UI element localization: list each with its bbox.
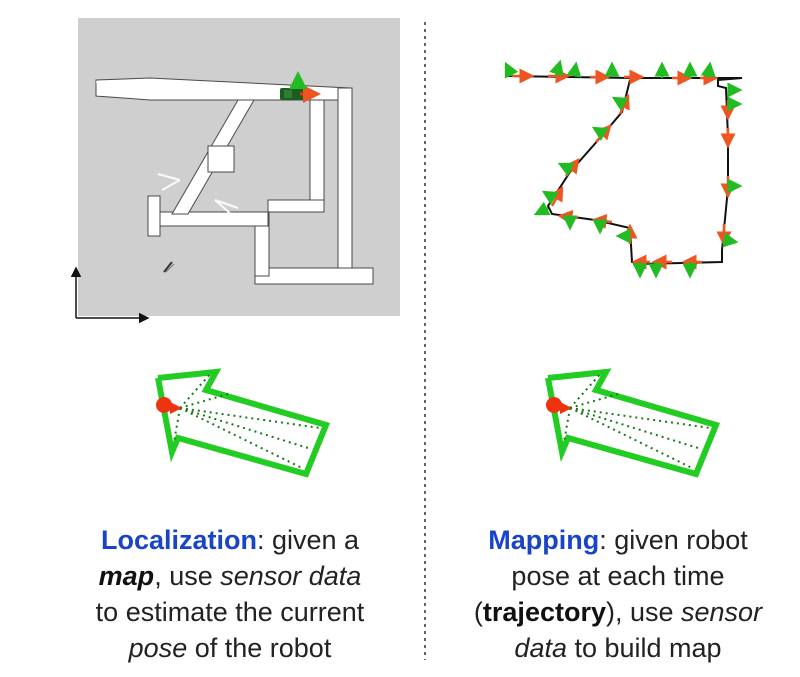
sensor-word: sensor [681, 597, 763, 627]
occupancy-grid-map [70, 18, 400, 324]
localization-line-1: Localization: given a [100, 525, 360, 555]
localization-line-2: map, use sensor data [98, 561, 362, 591]
pose-word: pose [128, 633, 188, 663]
robot-sensor-diagram-right [545, 368, 721, 478]
localization-line-4: pose of the robot [128, 633, 332, 663]
localization-caption: Localization: given a map, use sensor da… [40, 522, 420, 666]
mapping-line-2: pose at each time [511, 561, 725, 591]
robot-sensor-diagram-left [155, 368, 331, 478]
mapping-line-1: Mapping: given robot [488, 525, 748, 555]
map-word: map [98, 561, 155, 591]
mapping-keyword: Mapping [488, 525, 600, 555]
coordinate-axes-icon [70, 266, 150, 324]
pencil-cursor-icon [163, 261, 175, 273]
robot-on-map-icon [280, 71, 321, 103]
sensor-data-phrase: sensor data [220, 561, 362, 591]
mapping-caption: Mapping: given robot pose at each time (… [436, 522, 800, 666]
mapping-line-4: data to build map [514, 633, 722, 663]
localization-keyword: Localization [100, 525, 257, 555]
trajectory-word: trajectory [482, 597, 606, 627]
trajectory-graph [504, 59, 743, 279]
localization-line-3: to estimate the current [95, 597, 365, 627]
mapping-line-3: (trajectory), use sensor [473, 597, 763, 627]
data-word: data [514, 633, 567, 663]
